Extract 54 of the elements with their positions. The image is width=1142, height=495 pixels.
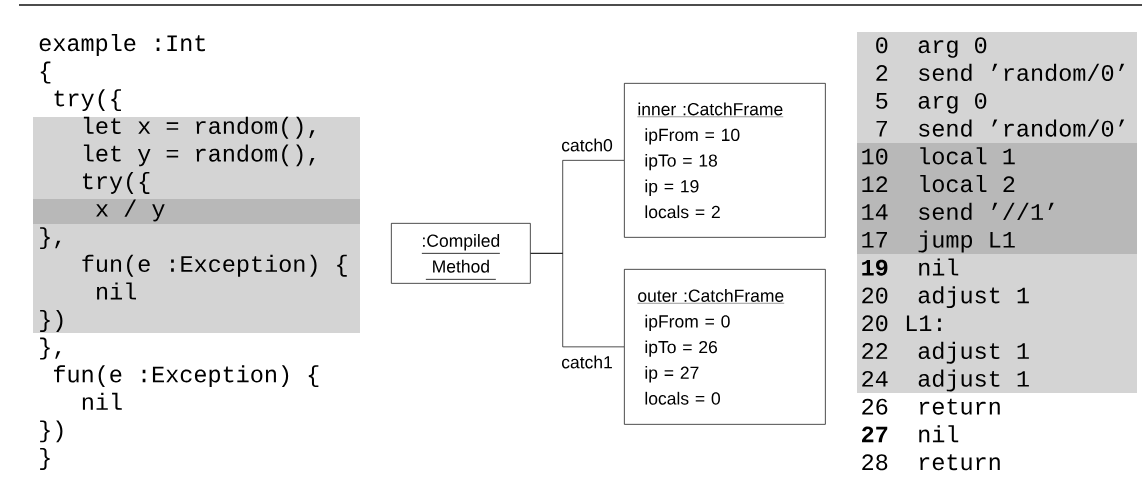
instruction-text: nil [919,258,959,276]
edge-label: catch1 [561,355,612,369]
instruction-text: local 2 [920,175,1015,193]
instruction-address: 20 [862,315,888,332]
code-line: } [40,448,50,470]
code-line: nil [97,282,136,300]
code-line: }, [40,227,61,250]
instruction-address: 10 [862,148,888,165]
instruction-address: 14 [862,204,888,220]
instruction-address: 24 [862,370,888,387]
code-line: }, [40,337,61,360]
code-line: nil [82,392,122,410]
code-line: try({ [83,172,150,194]
instruction-address: 28 [862,454,888,471]
code-line: }) [40,310,63,332]
instruction-text: arg 0 [918,37,987,58]
instruction-address: 19 [862,259,888,276]
instruction-address: 17 [862,232,887,248]
instruction-text: adjust 1 [918,369,1029,392]
code-line: try({ [54,89,121,112]
object-box: outer :CatchFrame ipFrom = 0 ipTo = 26 ip = 27 locals = 0 [624,269,826,425]
instruction-address: 12 [862,176,888,192]
instruction-text: send ’random/0’ [919,119,1125,137]
instruction-address: 2 [876,65,888,81]
code-line: example :Int [39,34,205,56]
instruction-text: local 1 [920,147,1015,165]
instruction-address: 27 [862,426,888,443]
instruction-address: 26 [862,398,888,415]
instruction-address: 22 [862,343,888,359]
code-line: let y = random(), [83,144,315,167]
instruction-address: 7 [876,120,887,137]
connector-line [530,253,625,348]
instruction-address: 20 [862,287,888,304]
instruction-text: send ’//1’ [919,202,1054,221]
instruction-text: return [920,454,1000,471]
code-line: { [40,61,51,84]
instruction-text: adjust 1 [918,286,1029,309]
code-line: }) [40,420,63,443]
instruction-text: return [920,398,1000,415]
edge-label: catch0 [561,138,613,152]
instruction-text: adjust 1 [918,341,1029,364]
instruction-text: L1: [906,315,941,331]
instruction-address: 5 [876,93,888,109]
object-box: inner :CatchFrame ipFrom = 10 ipTo = 18 ip = 19 locals = 2 [624,83,826,238]
code-line: let x = random(), [83,116,315,139]
instruction-text: jump L1 [918,230,1015,253]
code-line: fun(e :Exception) { [54,365,319,388]
instruction-text: send ’random/0’ [919,63,1125,82]
object-box: :Compiled Method [391,223,531,284]
instruction-text: nil [919,425,959,443]
code-line: fun(e :Exception) { [82,254,347,277]
instruction-address: 0 [876,37,888,54]
code-line: x / y [96,199,165,222]
instruction-text: arg 0 [918,92,987,114]
